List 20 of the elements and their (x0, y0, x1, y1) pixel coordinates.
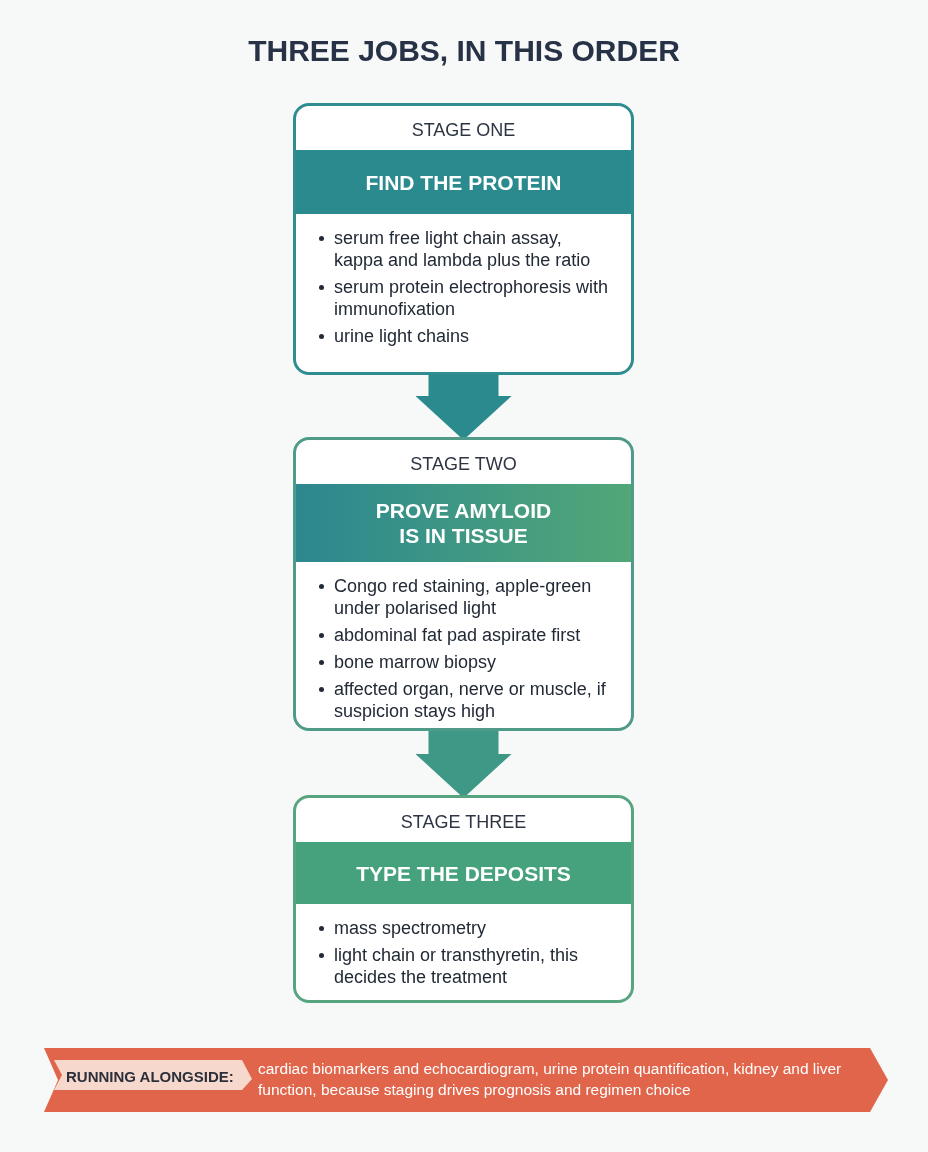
stage-title: FIND THE PROTEIN (365, 169, 562, 195)
stage-card (293, 103, 634, 375)
bullet-text: affected organ, nerve or muscle, if suspicion stays high (334, 678, 607, 722)
block-arrow (415, 374, 512, 440)
stage-title: PROVE AMYLOID IS IN TISSUE (374, 498, 553, 548)
banner-heading: RUNNING ALONGSIDE: (66, 1068, 234, 1085)
bullet-text: abdominal fat pad aspirate first (334, 624, 582, 646)
bullet-text: mass spectrometry (334, 917, 488, 939)
block-arrow (415, 730, 512, 798)
stage-label: STAGE THREE (399, 811, 528, 834)
stage-card (293, 437, 634, 731)
banner-text: cardiac biomarkers and echocardiogram, urine protein quantification, kidney and liver function, because staging drives prognosis and regimen choice (258, 1059, 843, 1100)
stage-card (293, 795, 634, 1003)
stage-label: STAGE ONE (410, 119, 517, 142)
stage-title: TYPE THE DEPOSITS (356, 860, 571, 886)
bullet-text: bone marrow biopsy (334, 651, 498, 673)
stage-label: STAGE TWO (409, 453, 518, 476)
bullet-text: light chain or transthyretin, this decides the treatment (334, 944, 580, 988)
diagram-title: THREE JOBS, IN THIS ORDER (247, 34, 681, 68)
bullet-text: urine light chains (334, 325, 471, 347)
